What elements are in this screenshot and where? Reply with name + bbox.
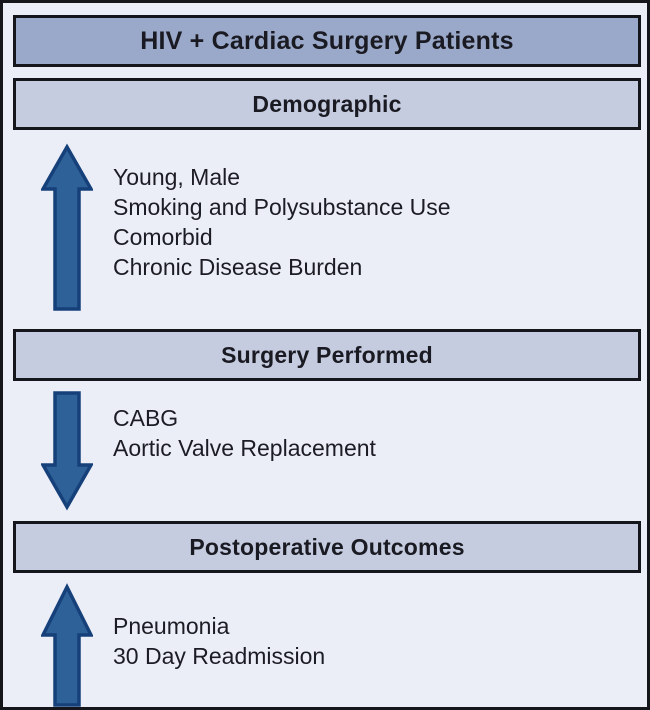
section-banner-label: Postoperative Outcomes (189, 533, 465, 560)
list-item: Chronic Disease Burden (113, 254, 363, 280)
detail-list-outcomes: Pneumonia 30 Day Readmission (113, 611, 325, 671)
section-banner-surgery: Surgery Performed (13, 329, 641, 381)
down-arrow-icon-surgery (41, 389, 93, 511)
list-item: Smoking and Polysubstance Use (113, 194, 451, 220)
list-item: 30 Day Readmission (113, 643, 326, 669)
up-arrow-icon-demographic (41, 143, 93, 313)
list-item: Comorbid (113, 224, 213, 250)
list-item: Aortic Valve Replacement (113, 435, 376, 461)
section-banner-demographic: Demographic (13, 78, 641, 130)
list-item: Young, Male (113, 164, 241, 190)
section-banner-outcomes: Postoperative Outcomes (13, 521, 641, 573)
detail-list-surgery: CABG Aortic Valve Replacement (113, 403, 376, 463)
figure-title-label: HIV + Cardiac Surgery Patients (140, 26, 514, 55)
section-banner-label: Demographic (252, 90, 402, 117)
list-item: CABG (113, 405, 179, 431)
up-arrow-icon-outcomes (41, 583, 93, 707)
section-banner-label: Surgery Performed (221, 341, 433, 368)
figure-title-banner: HIV + Cardiac Surgery Patients (13, 15, 641, 67)
detail-list-demographic: Young, Male Smoking and Polysubstance Us… (113, 162, 451, 282)
list-item: Pneumonia (113, 613, 230, 639)
